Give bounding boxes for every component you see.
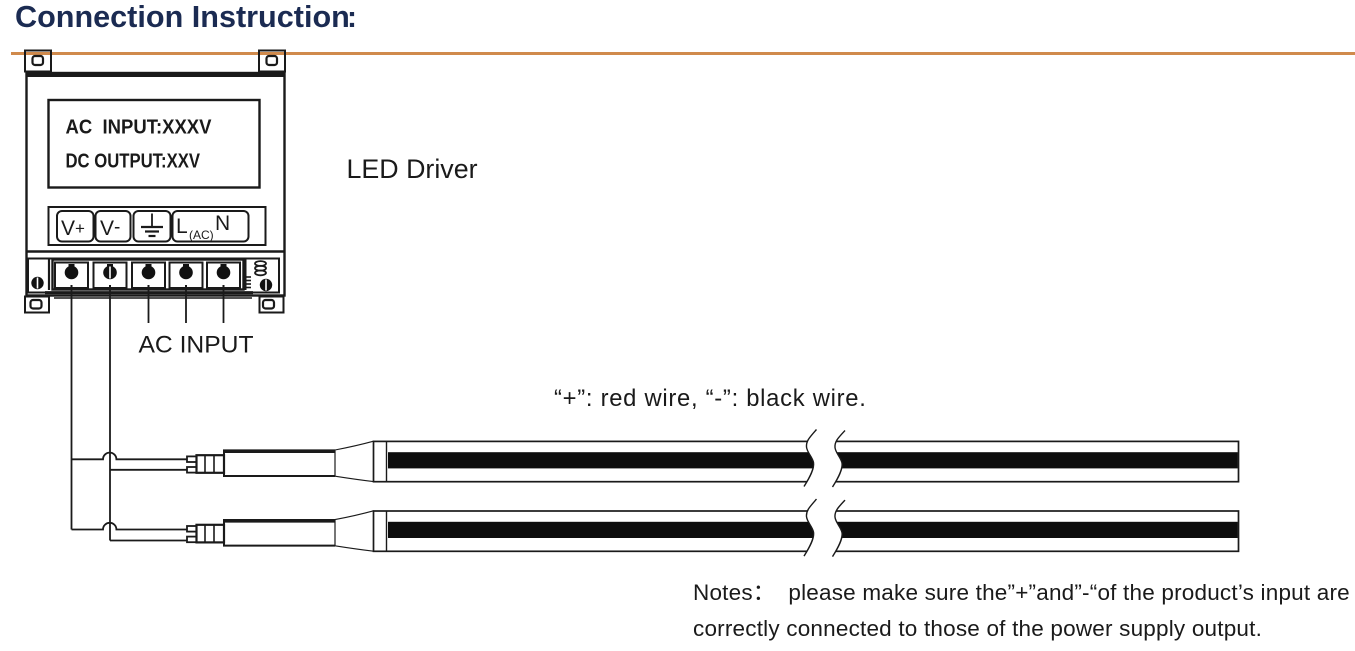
svg-text:AC INPUT:XXXV: AC INPUT:XXXV (66, 117, 213, 139)
svg-text:AC INPUT: AC INPUT (139, 332, 254, 359)
svg-text:N: N (215, 212, 230, 235)
svg-text:LED Driver: LED Driver (347, 154, 478, 184)
svg-text:L: L (176, 215, 188, 238)
svg-text:DC OUTPUT:XXV: DC OUTPUT:XXV (66, 151, 201, 173)
svg-text:(AC): (AC) (189, 228, 214, 242)
svg-text:V-: V- (100, 217, 120, 240)
svg-text:V+: V+ (61, 217, 85, 240)
